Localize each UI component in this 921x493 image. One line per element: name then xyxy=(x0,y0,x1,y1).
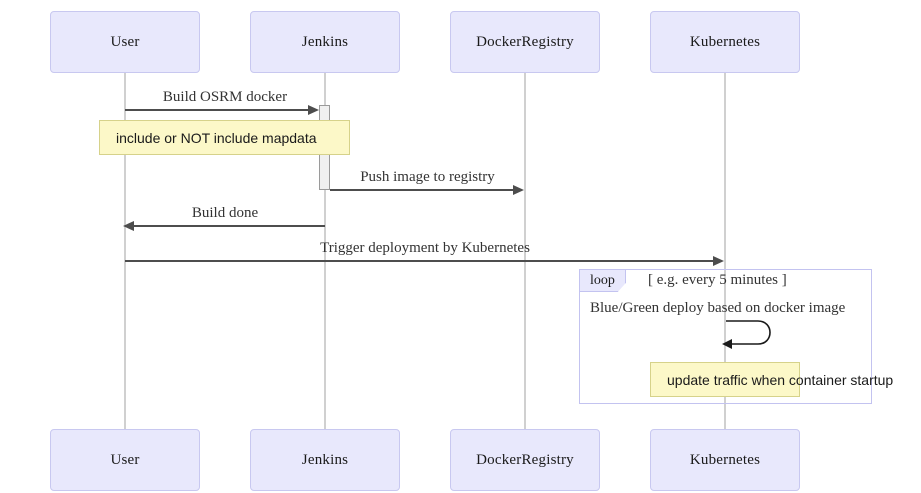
message-label-build-osrm-docker: Build OSRM docker xyxy=(162,89,288,105)
note-text-include-mapdata: include or NOT include mapdata xyxy=(116,129,317,146)
participant-label-bottom-kubernetes: Kubernetes xyxy=(689,451,761,468)
participant-box-jenkins[interactable]: Jenkins xyxy=(250,11,400,73)
lifeline-jenkins xyxy=(324,73,326,430)
participant-label-bottom-dockerregistry: DockerRegistry xyxy=(476,451,574,468)
participant-box-dockerregistry[interactable]: DockerRegistry xyxy=(450,11,600,73)
lifeline-kubernetes xyxy=(724,73,726,430)
participant-label-jenkins: Jenkins xyxy=(301,33,349,50)
note-include-mapdata: include or NOT include mapdata xyxy=(99,120,350,155)
participant-box-bottom-user[interactable]: User xyxy=(50,429,200,491)
message-arrowhead-build-done xyxy=(123,221,134,231)
lifeline-dockerregistry xyxy=(524,73,526,430)
participant-box-kubernetes[interactable]: Kubernetes xyxy=(650,11,800,73)
note-text-update-traffic: update traffic when container startup xyxy=(667,371,894,388)
loop-fragment-body-label: Blue/Green deploy based on docker image xyxy=(590,300,846,316)
message-label-build-done: Build done xyxy=(191,205,259,221)
self-message-loop-kubernetes xyxy=(722,320,771,349)
participant-box-user[interactable]: User xyxy=(50,11,200,73)
loop-fragment-tab-label: loop xyxy=(590,272,615,288)
participant-label-dockerregistry: DockerRegistry xyxy=(476,33,574,50)
participant-label-user: User xyxy=(110,33,140,50)
message-arrowhead-build-osrm-docker xyxy=(308,105,319,115)
message-arrowhead-push-image-to-registry xyxy=(513,185,524,195)
note-update-traffic: update traffic when container startup xyxy=(650,362,893,397)
loop-fragment-condition: [ e.g. every 5 minutes ] xyxy=(648,272,787,288)
participant-box-bottom-dockerregistry[interactable]: DockerRegistry xyxy=(450,429,600,491)
participant-box-bottom-jenkins[interactable]: Jenkins xyxy=(250,429,400,491)
participant-label-bottom-jenkins: Jenkins xyxy=(301,451,349,468)
loop-fragment-tab: loop xyxy=(580,270,626,292)
participant-label-kubernetes: Kubernetes xyxy=(689,33,761,50)
lifeline-user xyxy=(124,73,126,430)
message-label-trigger-deployment: Trigger deployment by Kubernetes xyxy=(320,240,530,256)
loop-fragment-frame xyxy=(579,269,872,404)
participant-label-bottom-user: User xyxy=(110,451,140,468)
message-line-push-image-to-registry xyxy=(330,189,514,191)
participant-box-bottom-kubernetes[interactable]: Kubernetes xyxy=(650,429,800,491)
message-line-trigger-deployment xyxy=(125,260,714,262)
message-line-build-osrm-docker xyxy=(125,109,315,111)
message-line-build-done xyxy=(125,225,325,227)
message-label-push-image-to-registry: Push image to registry xyxy=(360,169,495,185)
message-arrowhead-trigger-deployment xyxy=(713,256,724,266)
